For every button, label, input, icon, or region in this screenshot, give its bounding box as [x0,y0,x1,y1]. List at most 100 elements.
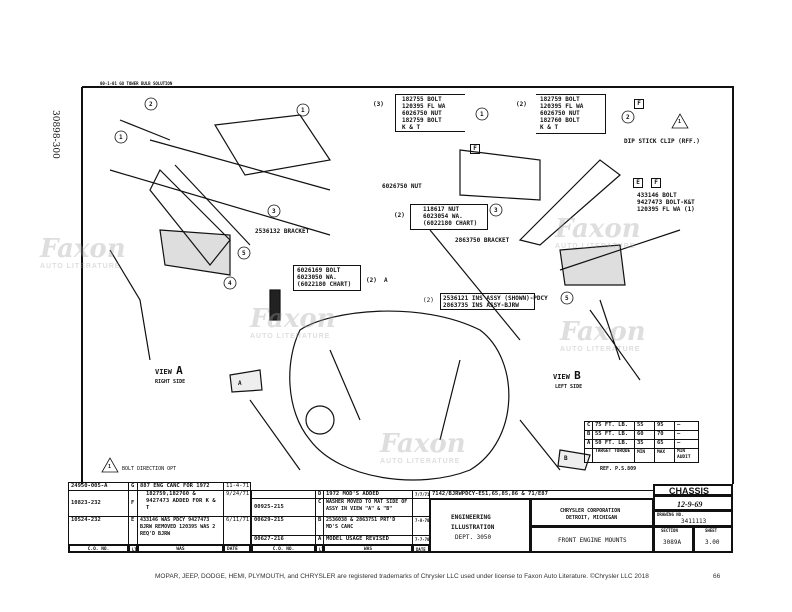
callouts-group3-lines-1: 120395 FL WA [402,103,446,110]
watermark-brand: Faxon [380,429,466,459]
bracket-left-label: 2863750 BRACKET [455,237,510,244]
group-c-qty: (2) [394,212,405,219]
callouts-group4-lines-2: (6022180 CHART) [297,281,352,288]
header-strip: 00-1-01 GO TOWER BULB SOLUTION [100,81,173,86]
views-a-title: VIEW [155,368,172,376]
watermark-brand: Faxon [250,304,336,334]
trademark-notice: MOPAR, JEEP, DODGE, HEMI, PLYMOUTH, and … [155,573,649,580]
title-block-category: CHASSIS [669,486,710,496]
revisions-left-rows-2-date: 6/11/71 [223,516,251,545]
callouts-group2-lines-2: 6026750 NUT [540,110,580,117]
title-block-dept-lines-1: ILLUSTRATION [451,524,495,531]
drawing-no-box: DRAWING NO. 3411113 [653,510,733,527]
bolt-label: 433146 BOLT [637,192,677,199]
torque-a-diamond: A [384,277,388,284]
ref-e: E [633,178,643,188]
torque-ref: REF. P.S.809 [600,466,637,472]
callouts-group-c-lines-1: 6023054 WA. [423,213,463,220]
revisions-left-headers-0: C.O. NO. [68,544,129,553]
callouts-group3-lines-2: 6026750 NUT [402,110,442,117]
revisions-right-rows-2-co: 00629-215 [251,516,316,536]
title-block-city: DETROIT, MICHIGAN [566,515,618,521]
bolt-label: 9427473 BOLT-K&T [637,199,695,206]
view-b-sub: LEFT SIDE [555,384,583,390]
sheet-box: SHEET 3.00 [693,526,733,553]
margin-note: 30898-300 [50,110,60,159]
revisions-right-headers-3: DATE [412,544,430,553]
view-a-sub: RIGHT SIDE [155,379,186,385]
title-block-company: CHRYSLER CORPORATION [560,508,621,514]
date-box: 12-9-69 [653,495,733,511]
watermark-sub: AUTO LITERATURE [555,243,636,250]
watermark-sub: AUTO LITERATURE [250,333,331,340]
callout-2: 2 [149,101,153,108]
revisions-right-rows-2-date: 7-8-70 [412,516,430,536]
title-block-dept-lines-0: ENGINEERING [451,514,491,521]
title-block-drawing-no-label: DRAWING NO. [657,512,684,517]
ref-f: F [470,144,480,154]
callouts-group-c-lines-2: (6022180 CHART) [423,220,478,227]
title-block-dept-lines-2: DEPT. 3050 [455,534,492,541]
group-c-callout: 118617 NUT 6023054 WA. (6022180 CHART) [410,204,488,230]
watermark-brand: Faxon [555,214,641,244]
date-cell [412,498,430,517]
title-block-sheet: 3.00 [705,539,720,546]
views-b-letter: B [574,369,581,382]
view-a-arrow: A [238,380,242,387]
views-a-letter: A [176,364,183,377]
revisions-left-rows-2-was: 433146 WAS PDCY 9427473 BJRW REMOVED 120… [137,516,224,545]
revisions-left-headers-2: WAS [137,544,224,553]
watermark-sub: AUTO LITERATURE [560,346,641,353]
ins-qty: (2) [423,297,434,304]
torque-header-2: MAX [654,448,675,463]
group2-qty: (2) [516,101,527,108]
callouts-group3-lines-0: 182755 BOLT [402,96,442,103]
revisions-left-rows-1-was: 182759,182760 & 9427473 ADDED FOR K & T [137,490,224,517]
callouts-ins-lines-0: 2536121 INS ASSY (SHOWN)-PDCY [443,295,548,302]
callout-3: 3 [272,208,276,215]
drawing-title: FRONT ENGINE MOUNTS [558,537,627,544]
title-block-date: 12-9-69 [677,500,703,509]
revisions-left-headers-3: DATE [223,544,251,553]
callout-1: 1 [301,107,305,114]
note-triangle: 1 [678,119,682,125]
group3-qty: (3) [373,101,384,108]
title-block-section: 3089A [663,539,682,546]
callout-3: 3 [494,207,498,214]
revisions-right-headers-2: WAS [323,544,413,553]
views-b-title: VIEW [553,373,570,381]
callouts-group4-lines-0: 6026169 BOLT [297,267,341,274]
washer-label: 120395 FL WA (1) [637,206,695,213]
callouts-group4-lines-1: 6023050 WA. [297,274,337,281]
callouts-group2-lines-4: K & T [540,124,559,131]
callout-1: 1 [119,134,123,141]
group4-callout: 6026169 BOLT 6023050 WA. (6022180 CHART) [293,265,361,291]
view-a-title: VIEW A [155,364,183,379]
callouts-group2-lines-3: 182760 BOLT [540,117,580,124]
torque-header-1: MIN [634,448,655,463]
dip-stick-label: DIP STICK CLIP (RFF.) [624,138,700,145]
callouts-group3-lines-4: K & T [402,124,421,131]
callout-5: 5 [242,250,246,257]
revisions-left-rows-1-co: 10823-232 [68,490,129,517]
callout-4: 4 [228,280,232,287]
ins-callout: 2536121 INS ASSY (SHOWN)-PDCY 2863735 IN… [440,293,548,310]
title-block-sheet-label: SHEET [705,528,718,533]
dept-box: ENGINEERING ILLUSTRATION DEPT. 3050 [429,498,531,553]
drawing-title-box: FRONT ENGINE MOUNTS [530,526,654,553]
callouts-ins-lines-1: 2863735 INS ASSY-BJRW [443,302,519,309]
revisions-right-rows-1-was: WASHER MOVED TO MAT SIDE OF ASSY IN VIEW… [323,498,413,517]
section-box: SECTION 3089A [653,526,694,553]
view-b-arrow: B [564,455,568,462]
watermark-brand: Faxon [40,234,126,264]
company-box: CHRYSLER CORPORATION DETROIT, MICHIGAN [530,498,654,527]
torque-header-0: TARGET TORQUE [592,448,635,463]
title-block-section-label: SECTION [661,528,678,533]
revisions-right-headers-0: C.O. NO. [251,544,316,553]
ref-f: F [651,178,661,188]
